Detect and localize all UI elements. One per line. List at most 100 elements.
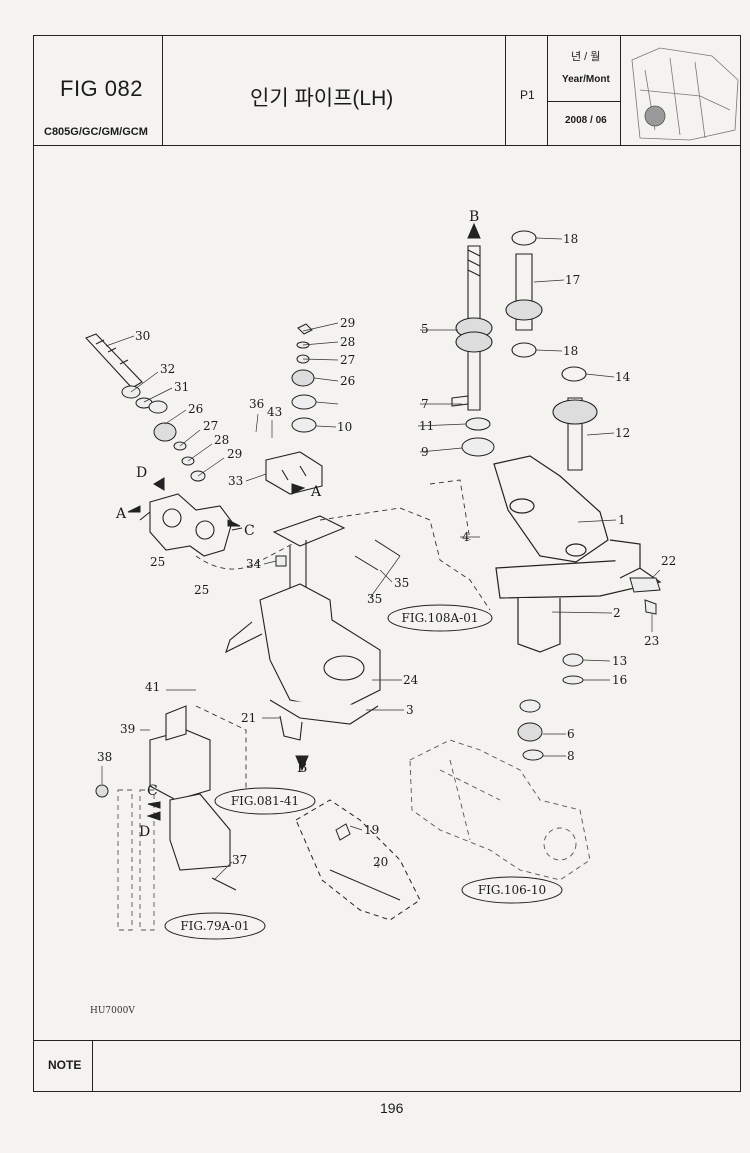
gearbox-25 <box>139 493 243 557</box>
bracket-dashed-081 <box>195 705 247 803</box>
date-value: 2008 / 06 <box>565 115 607 126</box>
ref-fig-106-10: FIG.106-10 <box>478 883 546 897</box>
gearbox-link <box>195 539 301 570</box>
gear-14-12 <box>552 366 598 471</box>
bracket-dashed <box>319 479 491 611</box>
page-number: 196 <box>380 1100 404 1116</box>
part-25a: 25 <box>150 555 165 569</box>
part-20: 20 <box>373 855 388 869</box>
part-35a: 35 <box>394 576 409 590</box>
reference-callouts <box>164 604 563 940</box>
page-frame <box>33 35 741 1092</box>
part-2: 2 <box>613 606 621 620</box>
part-3: 3 <box>406 703 414 717</box>
part-33: 33 <box>228 474 243 488</box>
header-divider <box>33 145 741 146</box>
case-1-2 <box>493 455 662 653</box>
part-28b: 28 <box>214 433 229 447</box>
part-39: 39 <box>120 722 135 736</box>
header-col-1 <box>162 35 163 145</box>
part-30: 30 <box>135 329 150 343</box>
part-13: 13 <box>612 654 627 668</box>
part-37: 37 <box>232 853 247 867</box>
seal-11-9 <box>461 417 495 457</box>
part-27a: 27 <box>340 353 355 367</box>
part-38: 38 <box>97 750 112 764</box>
part-36: 36 <box>249 397 264 411</box>
part-41: 41 <box>145 680 160 694</box>
part-11: 11 <box>419 419 434 433</box>
header-col-4 <box>620 35 621 145</box>
date-label-korean: 년 / 월 <box>571 51 601 63</box>
letter-b-top: B <box>469 209 479 225</box>
part-12: 12 <box>615 426 630 440</box>
part-25b: 25 <box>194 583 209 597</box>
part-1: 1 <box>618 513 626 527</box>
part-22: 22 <box>661 554 676 568</box>
chain-19-20 <box>295 799 421 921</box>
part-17: 17 <box>565 273 580 287</box>
part-24: 24 <box>403 673 419 687</box>
letter-a-left: A <box>115 506 127 522</box>
note-label: NOTE <box>48 1058 82 1072</box>
ghost-frame-106 <box>409 739 591 881</box>
header-col-3 <box>547 35 548 145</box>
ref-fig-79a-01: FIG.79A-01 <box>180 919 249 933</box>
letter-b-bottom: B <box>297 760 307 776</box>
shaft-30 <box>85 333 143 389</box>
part-14: 14 <box>615 370 631 384</box>
shaft-5-7 <box>451 245 493 411</box>
part-19: 19 <box>364 823 379 837</box>
pipe-24-3 <box>225 515 381 741</box>
part-27b: 27 <box>203 419 218 433</box>
part-32: 32 <box>160 362 175 376</box>
part-18a: 18 <box>563 232 578 246</box>
part-10: 10 <box>337 420 352 434</box>
part-34: 34 <box>246 557 262 571</box>
part-21: 21 <box>241 711 256 725</box>
flow-arrows <box>127 222 481 821</box>
washer-38 <box>95 784 109 798</box>
part-6: 6 <box>567 727 575 741</box>
bolts-34-35 <box>275 539 401 571</box>
model-codes: C805G/GC/GM/GCM <box>44 126 148 138</box>
letter-d-top: D <box>136 465 147 481</box>
header-col-2 <box>505 35 506 145</box>
part-23: 23 <box>644 634 659 648</box>
shaft-17-18 <box>505 230 543 358</box>
note-col <box>92 1040 93 1092</box>
center-stack <box>291 323 317 433</box>
part-31: 31 <box>174 380 189 394</box>
part-28a: 28 <box>340 335 355 349</box>
note-divider <box>33 1040 741 1041</box>
leader-lines <box>101 237 661 881</box>
part-35b: 35 <box>367 592 382 606</box>
part-43: 43 <box>267 405 282 419</box>
bearings-13-16-9-6-8 <box>517 653 584 761</box>
letter-d-bracket: D <box>139 824 150 840</box>
part-26a: 26 <box>340 374 355 388</box>
frame-79a <box>117 789 155 931</box>
part-29b: 29 <box>227 447 242 461</box>
figure-id: FIG 082 <box>60 76 143 101</box>
drawing-code: HU7000V <box>90 1006 135 1016</box>
letter-c-bracket: C <box>147 783 158 799</box>
part-9: 9 <box>421 445 429 459</box>
date-label-english: Year/Mont <box>562 74 610 85</box>
bolts-22-23 <box>629 577 661 615</box>
ref-fig-108a-01: FIG.108A-01 <box>402 611 479 625</box>
part-29a: 29 <box>340 316 355 330</box>
part-5: 5 <box>421 322 429 336</box>
page-title: 인기 파이프(LH) <box>250 87 394 110</box>
page-code: P1 <box>520 88 535 102</box>
part-26b: 26 <box>188 402 203 416</box>
bracket-33 <box>265 451 323 495</box>
part-16: 16 <box>612 673 627 687</box>
ref-fig-081-41: FIG.081-41 <box>231 794 299 808</box>
bracket-39-37 <box>149 705 237 891</box>
part-18b: 18 <box>563 344 578 358</box>
letter-a-center: A <box>310 484 322 500</box>
letter-c-right: C <box>244 523 255 539</box>
flow-letters: B B A A C C D D <box>115 209 479 840</box>
